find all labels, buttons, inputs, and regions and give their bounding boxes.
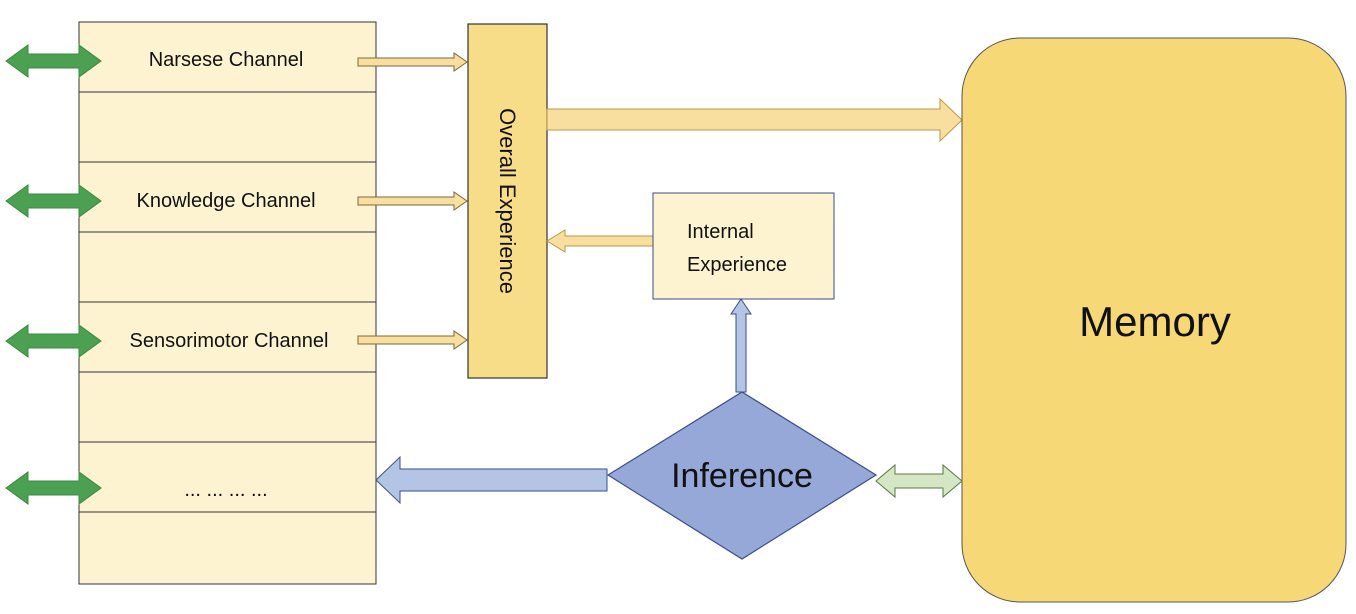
- channel-stack: [78, 21, 377, 585]
- io-double-arrow-knowledge: [5, 184, 102, 218]
- channel-row-knowledge: [78, 161, 377, 233]
- narsese-to-overall-arrow: [357, 52, 468, 72]
- inference-label: Inference: [671, 457, 813, 495]
- internal-to-overall-arrow: [546, 229, 654, 253]
- io-double-arrow-narsese: [5, 44, 102, 78]
- internal-experience-label-line1: Internal: [687, 221, 754, 243]
- overall-experience-box: [467, 23, 548, 379]
- inference-to-internal-arrow: [730, 298, 752, 393]
- sensorimotor-to-overall-arrow: [357, 330, 468, 350]
- inference-to-channels-arrow: [375, 455, 608, 505]
- channel-row-more: [78, 441, 377, 513]
- io-double-arrow-sensorimotor: [5, 324, 102, 358]
- channel-label-sensorimotor: Sensorimotor Channel: [130, 330, 329, 352]
- memory-box: [961, 37, 1347, 603]
- channel-row-empty-3: [78, 371, 377, 443]
- channel-label-knowledge: Knowledge Channel: [136, 190, 315, 212]
- channel-row-empty-2: [78, 231, 377, 303]
- overall-to-memory-arrow: [546, 97, 963, 143]
- internal-experience-label-line2: Experience: [687, 254, 787, 276]
- channel-row-narsese: [78, 21, 377, 93]
- memory-label: Memory: [1079, 298, 1231, 345]
- io-double-arrow-more: [5, 471, 102, 505]
- channel-row-empty-1: [78, 91, 377, 163]
- channel-row-sensorimotor: [78, 301, 377, 373]
- channel-label-narsese: Narsese Channel: [149, 49, 304, 71]
- overall-experience-label: Overall Experience: [495, 108, 520, 294]
- channel-label-more: ... ... ... ...: [184, 479, 267, 501]
- inference-diamond: [606, 391, 878, 560]
- channel-row-empty-4: [78, 511, 377, 585]
- knowledge-to-overall-arrow: [357, 191, 468, 211]
- inference-memory-double-arrow: [875, 463, 963, 499]
- io-arrows: [5, 44, 102, 505]
- channel-to-overall-arrows: [357, 52, 468, 350]
- internal-experience-box: [652, 192, 835, 300]
